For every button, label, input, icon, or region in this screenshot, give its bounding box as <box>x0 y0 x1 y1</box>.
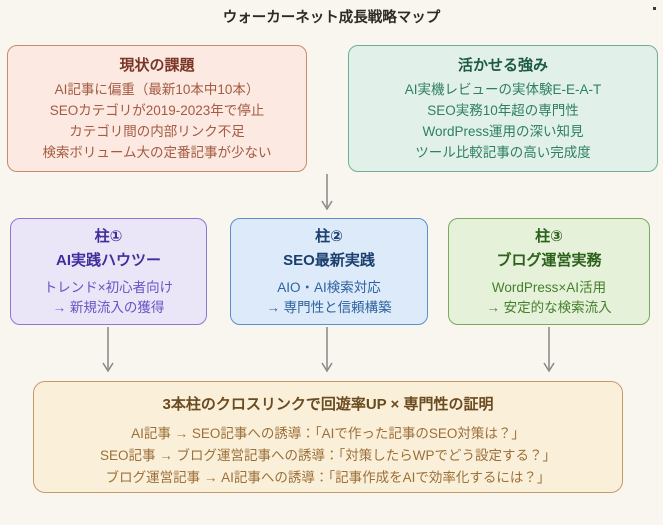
pillar-number: 柱① <box>94 228 123 245</box>
node-line: → 安定的な検索流入 <box>486 300 612 315</box>
pillar-title: AI実践ハウツー <box>55 252 161 269</box>
pillar-number: 柱② <box>315 228 343 245</box>
node-crosslink-synergy: 3本柱のクロスリンクで回遊率UP × 専門性の証明 AI記事 → SEO記事への… <box>33 381 623 493</box>
node-pillar-2: 柱② SEO最新実践 AIO・AI検索対応 → 専門性と信頼構築 <box>230 218 428 325</box>
node-line: WordPress×AI活用 <box>491 280 607 295</box>
corner-dot <box>653 7 656 10</box>
arrow-down-to-pillar2 <box>321 174 333 211</box>
node-line: 検索ボリューム大の定番記事が少ない <box>42 144 272 160</box>
node-line: AIO・AI検索対応 <box>277 280 381 295</box>
node-pillar-3: 柱③ ブログ運営実務 WordPress×AI活用 → 安定的な検索流入 <box>448 218 650 325</box>
node-line: SEO記事 → ブログ運営記事への誘導：「対策したらWPでどう設定する？」 <box>99 448 556 463</box>
node-line: ツール比較記事の高い完成度 <box>415 144 591 160</box>
arrow-pillar3-to-synergy <box>543 327 555 373</box>
node-line: → 新規流入の獲得 <box>52 300 165 315</box>
pillar-title: SEO最新実践 <box>283 252 375 269</box>
node-line: カテゴリ間の内部リンク不足 <box>69 123 245 139</box>
node-line: AI記事 → SEO記事への誘導：「AIで作った記事のSEO対策は？」 <box>131 426 525 441</box>
node-line: WordPress運用の深い知見 <box>422 123 584 139</box>
arrow-pillar1-to-synergy <box>102 327 114 373</box>
node-strengths: 活かせる強み AI実機レビューの実体験E-E-A-T SEO実務10年超の専門性… <box>348 45 658 172</box>
node-title: 活かせる強み <box>457 56 548 74</box>
pillar-number: 柱③ <box>535 228 563 245</box>
node-line: AI記事に偏重（最新10本中10本） <box>54 81 260 97</box>
node-line: SEO実務10年超の専門性 <box>427 102 579 118</box>
node-line: SEOカテゴリが2019-2023年で停止 <box>49 102 265 118</box>
node-line: → 専門性と信頼構築 <box>266 300 392 315</box>
node-title: 3本柱のクロスリンクで回遊率UP × 専門性の証明 <box>162 396 494 413</box>
node-title: 現状の課題 <box>119 56 195 74</box>
node-current-issues: 現状の課題 AI記事に偏重（最新10本中10本） SEOカテゴリが2019-20… <box>7 45 307 172</box>
node-pillar-1: 柱① AI実践ハウツー トレンド×初心者向け → 新規流入の獲得 <box>10 218 207 325</box>
diagram-title: ウォーカーネット成長戦略マップ <box>222 10 441 26</box>
pillar-title: ブログ運営実務 <box>496 252 602 269</box>
node-line: トレンド×初心者向け <box>43 280 174 295</box>
node-line: AI実機レビューの実体験E-E-A-T <box>404 81 602 97</box>
node-line: ブログ運営記事 → AI記事への誘導：「記事作成をAIで効率化するには？」 <box>105 470 551 485</box>
arrow-pillar2-to-synergy <box>321 327 333 373</box>
